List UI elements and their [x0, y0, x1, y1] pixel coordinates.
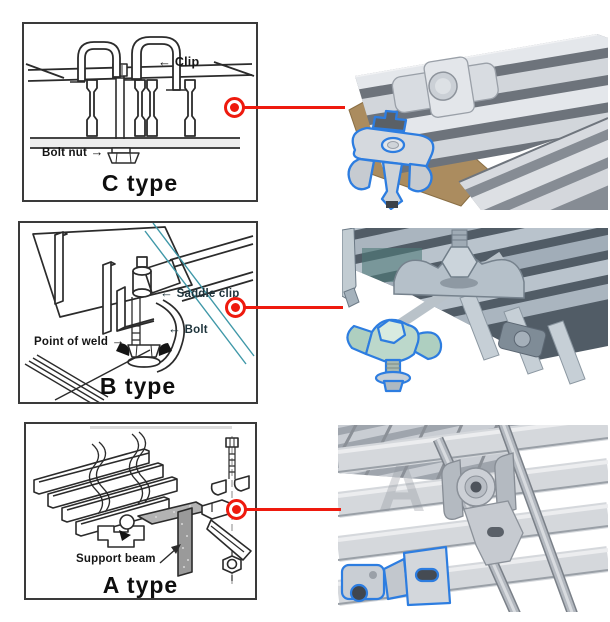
- c-type-leader-line: [244, 106, 345, 109]
- clip-label: ← Clip: [158, 55, 199, 69]
- c-type-diagram: [25, 36, 255, 164]
- saddle-clip-label-text: Saddle clip: [176, 288, 240, 300]
- inset-clip-photo: [346, 318, 443, 393]
- b-type-diagram: [24, 223, 255, 402]
- inset-clip-photo: [340, 545, 452, 607]
- b-type-leader-line: [245, 306, 343, 309]
- arrow-right-icon: →: [90, 144, 104, 159]
- target-dot: [230, 103, 239, 112]
- arrow-right-icon: →: [111, 333, 125, 348]
- a-type-target-icon: [226, 499, 247, 520]
- saddle-clip-label: ← Saddle clip: [160, 286, 240, 301]
- clip-label-text: Clip: [174, 55, 200, 69]
- installed-clip: [391, 56, 499, 118]
- inset-clip-photo: [347, 109, 435, 210]
- arrow-left-icon: ←: [168, 321, 182, 336]
- faint-watermark-line: [90, 426, 232, 429]
- point-of-weld-label-text: Point of weld: [34, 336, 109, 348]
- point-of-weld-label: Point of weld →: [34, 334, 125, 349]
- bolt-nut-label: Bolt nut →: [42, 145, 104, 160]
- photo-watermark: A: [378, 451, 426, 525]
- b-type-target-icon: [225, 297, 246, 318]
- b-type-photo: [342, 228, 608, 393]
- c-type-photo: [347, 34, 608, 210]
- c-type-diagram-box: ← Clip Bolt nut → C type: [22, 22, 258, 202]
- bearing-bar: [547, 320, 586, 385]
- installed-saddle-clip: [393, 229, 525, 299]
- installed-clip: [441, 452, 524, 566]
- a-type-diagram-box: Support beam A type: [24, 422, 257, 600]
- c-type-line-art: [25, 36, 255, 164]
- b-type-diagram-box: ← Saddle clip ← Bolt Point of weld → B t…: [18, 221, 258, 404]
- edge-band-foot: [343, 287, 360, 308]
- bolt-label-text: Bolt: [184, 324, 208, 336]
- a-type-line-art: [33, 426, 252, 584]
- c-type-target-icon: [224, 97, 245, 118]
- arrow-left-icon: ←: [158, 54, 172, 69]
- a-type-title: A type: [102, 572, 179, 598]
- b-type-line-art: [24, 223, 255, 402]
- a-type-diagram: [33, 426, 252, 584]
- support-beam-label-text: Support beam: [76, 553, 156, 565]
- a-type-leader-line: [246, 508, 341, 511]
- a-type-photo: A: [338, 425, 608, 612]
- b-type-title: B type: [99, 373, 177, 399]
- target-dot: [232, 505, 241, 514]
- arrow-left-icon: ←: [160, 285, 174, 300]
- target-dot: [231, 303, 240, 312]
- bolt-label: ← Bolt: [168, 322, 208, 337]
- c-type-title: C type: [101, 170, 179, 196]
- bolt-nut-label-text: Bolt nut: [42, 147, 88, 159]
- second-clip: [498, 321, 547, 358]
- support-beam-label: Support beam: [76, 553, 156, 566]
